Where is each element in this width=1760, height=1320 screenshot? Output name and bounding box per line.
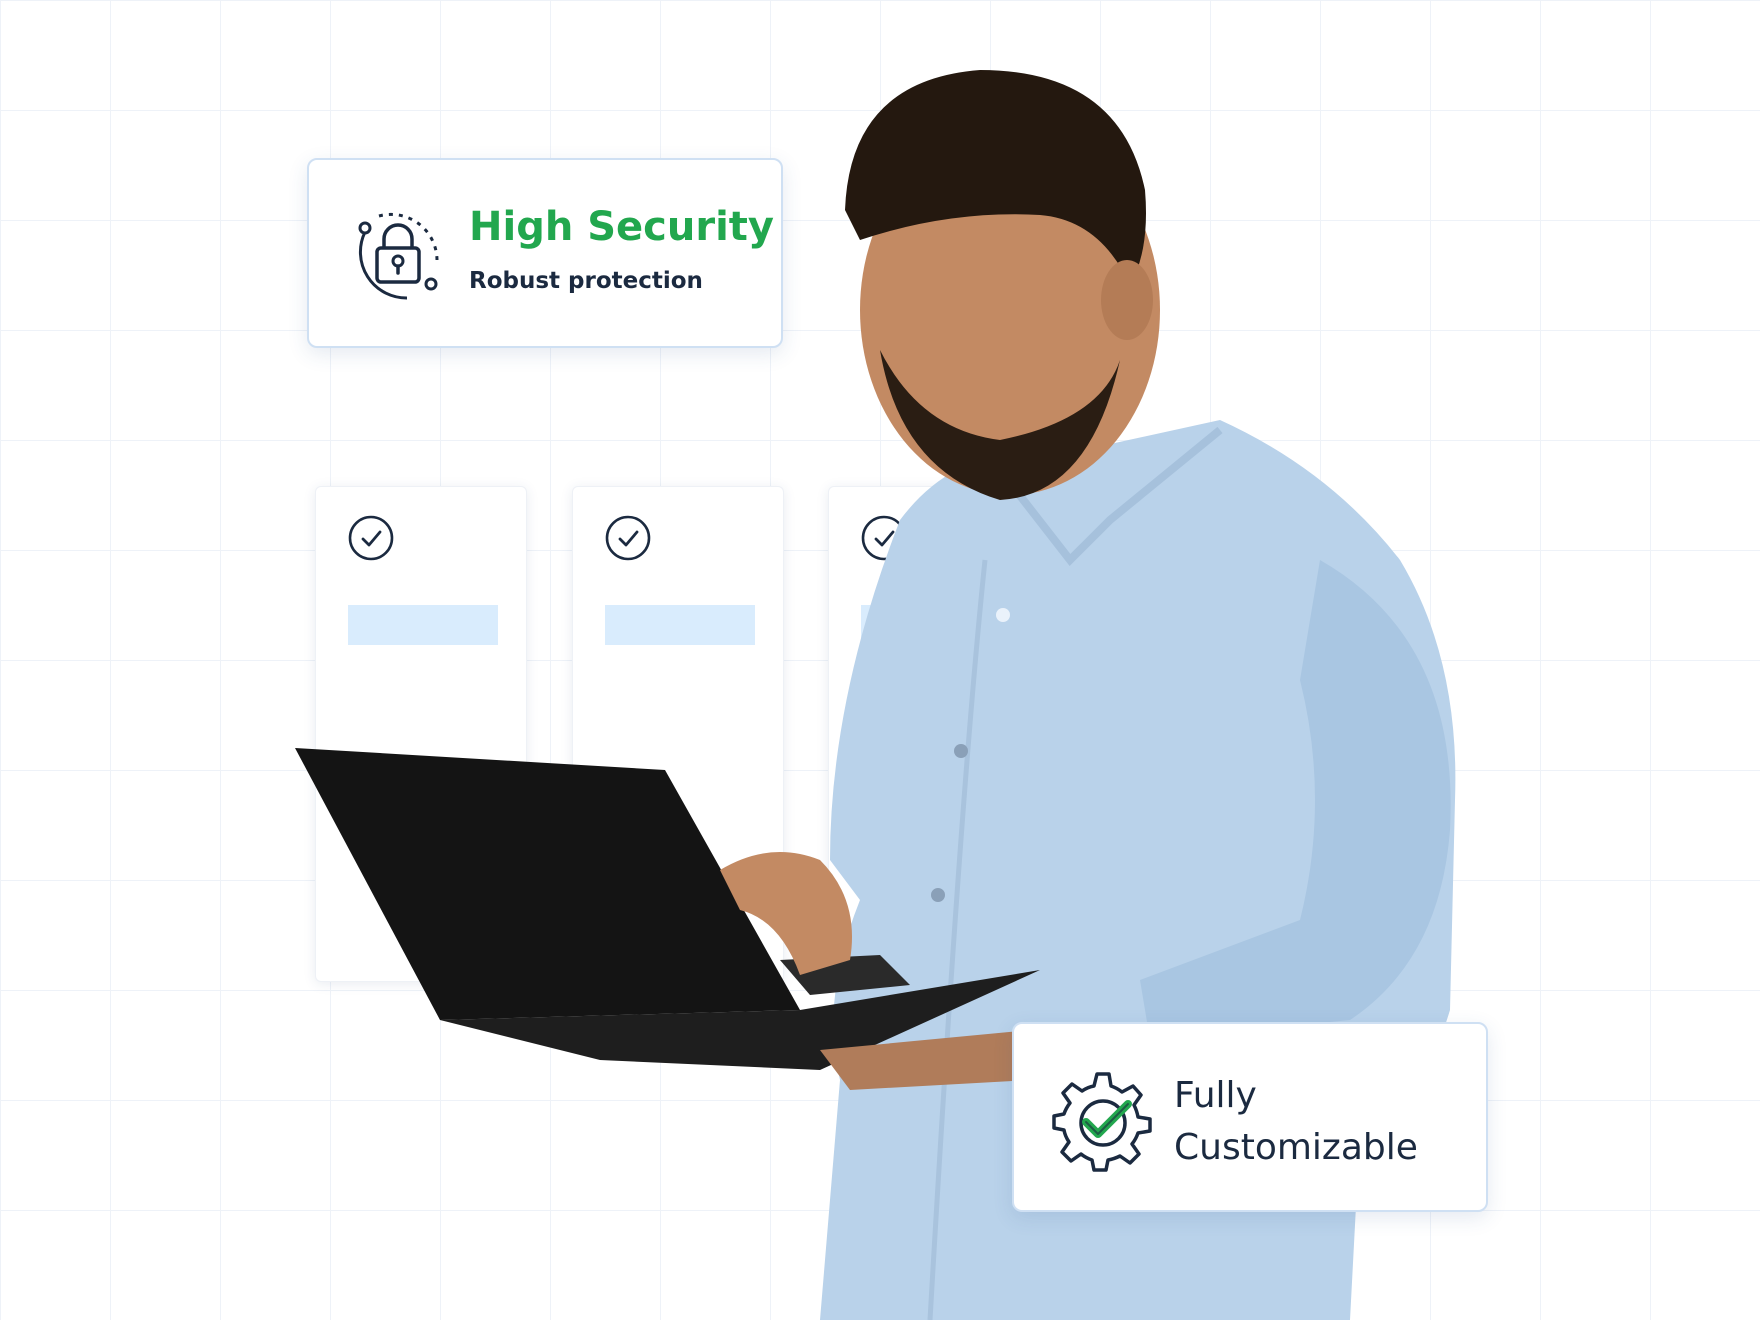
- check-circle-icon: [605, 515, 651, 561]
- feature-card-customizable: Fully Customizable: [1012, 1022, 1488, 1212]
- laptop-lid: [295, 748, 800, 1020]
- lock-icon: [358, 212, 439, 300]
- feature-subtitle: Robust protection: [469, 268, 703, 294]
- feature-card-security: High Security Robust protection: [307, 158, 783, 348]
- feature-title: High Security: [469, 204, 774, 250]
- placeholder-bar: [605, 605, 755, 645]
- check-circle-icon: [348, 515, 394, 561]
- hand: [820, 1030, 1030, 1090]
- laptop-base: [440, 970, 1040, 1070]
- hair: [845, 70, 1146, 285]
- beard: [880, 350, 1120, 500]
- feature-title: Fully Customizable: [1174, 1075, 1418, 1168]
- gear-check-icon: [1052, 1072, 1152, 1172]
- hand: [720, 852, 852, 975]
- placeholder-bar: [348, 605, 498, 645]
